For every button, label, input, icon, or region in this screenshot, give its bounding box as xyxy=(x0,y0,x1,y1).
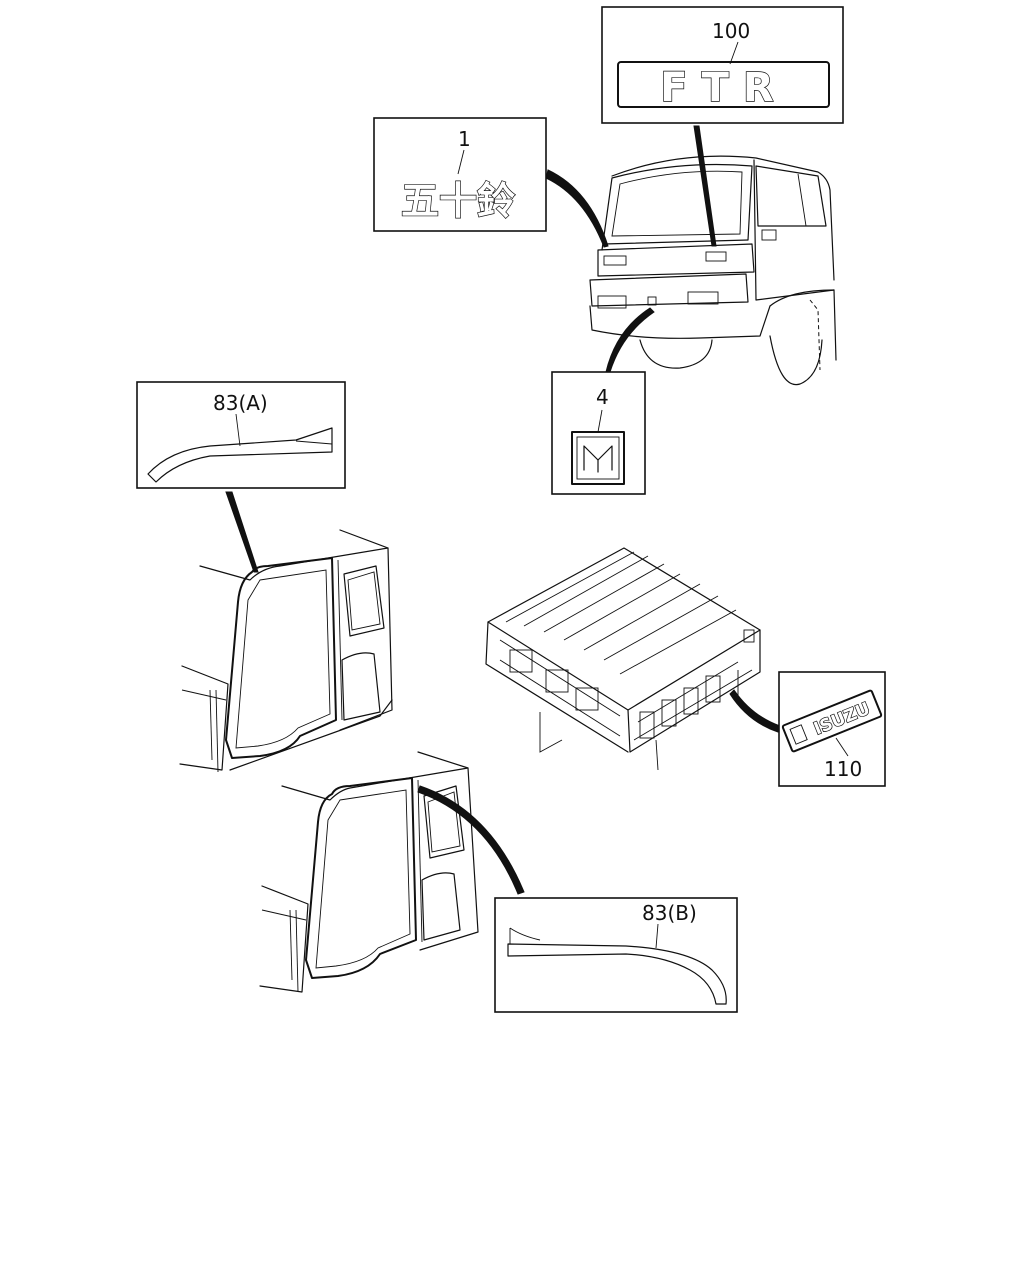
molding-a-shape xyxy=(147,427,333,483)
callout-box-110: ISUZU 110 xyxy=(778,671,886,787)
ftr-badge-text: FTR xyxy=(660,65,787,111)
part-number-83a: 83(A) xyxy=(213,391,268,415)
molding-b-shape xyxy=(507,943,727,1005)
callout-box-83a: 83(A) xyxy=(136,381,346,489)
callout-box-100: 100 FTR xyxy=(601,6,844,124)
cab-side-lower xyxy=(259,751,479,993)
callout-box-1: 1 五十鈴 xyxy=(373,117,547,232)
callout-box-4: 4 xyxy=(551,371,646,495)
part-number-110: 110 xyxy=(824,757,862,781)
part-number-100: 100 xyxy=(712,19,750,43)
truck-front-view xyxy=(589,155,837,386)
part-number-83b: 83(B) xyxy=(642,901,697,925)
part-number-1: 1 xyxy=(458,127,471,151)
cab-side-upper xyxy=(179,529,393,773)
callout-box-83b: 83(B) xyxy=(494,897,738,1013)
kanji-badge-text: 五十鈴 xyxy=(401,179,515,223)
cargo-bed xyxy=(485,547,761,771)
part-number-4: 4 xyxy=(596,385,609,409)
